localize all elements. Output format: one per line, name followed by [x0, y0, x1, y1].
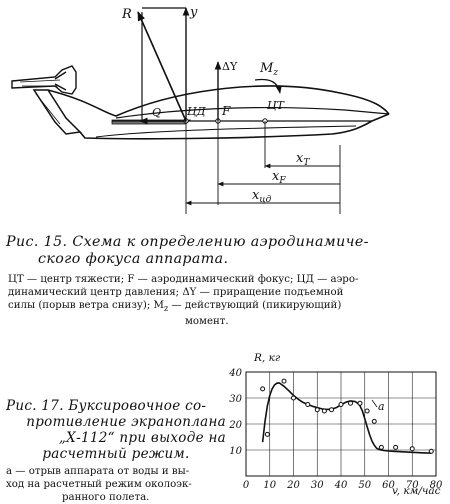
- data-point: [260, 386, 266, 392]
- annotation-leader: [371, 399, 378, 408]
- x-tick-label: 70: [406, 480, 419, 491]
- data-point: [357, 400, 363, 406]
- label-f: F: [221, 104, 231, 118]
- chart-series: [261, 382, 432, 454]
- fig17-caption-line: противление экраноплана: [26, 414, 226, 430]
- label-xf: xF: [272, 169, 286, 186]
- x-tick-label: 20: [286, 480, 300, 491]
- data-point: [321, 408, 327, 414]
- chart-frame: [245, 371, 437, 477]
- label-xcd: xцд: [252, 188, 272, 205]
- data-point: [338, 402, 344, 407]
- x-tick-label: 50: [358, 480, 371, 491]
- fig15-legend: ЦТ — центр тяжести; F — аэродинамический…: [8, 273, 446, 328]
- data-point: [305, 402, 311, 407]
- y-tick-label: 20: [228, 420, 242, 431]
- y-tick-label: 40: [228, 368, 242, 379]
- fig17-note: а — отрыв аппарата от воды и вы- ход на …: [6, 465, 228, 504]
- x-tick-label: 60: [382, 480, 395, 491]
- chart-points: [260, 378, 434, 454]
- data-point: [371, 418, 377, 424]
- data-point: [364, 408, 370, 414]
- data-point: [281, 378, 287, 384]
- data-point: [291, 395, 296, 401]
- fig17-caption-line: Рис. 17. Буксировочное со-: [6, 398, 207, 414]
- hull: [79, 113, 390, 140]
- chart-grid: [245, 371, 437, 476]
- fig17-caption-line: расчетный режим.: [42, 446, 190, 462]
- data-point: [314, 407, 320, 413]
- label-dy: ΔY: [222, 60, 238, 73]
- fig15-legend-line: силы (порыв ветра снизу); Mz — действующ…: [8, 300, 342, 314]
- chart-annotation-a: a: [378, 400, 385, 413]
- chart-ylabel: R, кг: [253, 352, 281, 364]
- data-point: [264, 431, 270, 437]
- fig17-chart: 0 10 20 30 40 50 60 70 80 10 20 30 40 R, кг v, км/ча…: [228, 352, 443, 497]
- data-point: [378, 444, 384, 450]
- x-tick-label: 0: [243, 480, 250, 491]
- label-R: R: [121, 7, 132, 22]
- label-xt: xT: [296, 151, 310, 168]
- x-tick-label: 80: [430, 480, 443, 491]
- chart-ticks: 0 10 20 30 40 50 60 70 80 10 20 30 40: [228, 368, 443, 491]
- tail-fin: [32, 89, 82, 135]
- label-q: Q: [152, 106, 161, 119]
- fig15-caption: Рис. 15. Схема к определению аэродинамич…: [6, 234, 446, 268]
- x-tick-label: 30: [311, 480, 324, 491]
- fig17-caption-line: „Х-112“ при выходе на: [58, 430, 226, 446]
- fig15-diagram: R y ΔY Mz Q ЦД F ЦТ xT xF xцд: [11, 5, 390, 214]
- data-point: [393, 444, 399, 450]
- label-y: y: [189, 5, 198, 20]
- data-point: [409, 446, 415, 452]
- y-tick-label: 30: [229, 394, 242, 405]
- chart-xlabel: v, км/час: [392, 485, 441, 497]
- fig15-legend-line: ЦТ — центр тяжести; F — аэродинамический…: [8, 274, 359, 285]
- x-tick-label: 40: [334, 480, 348, 491]
- label-ct: ЦТ: [267, 99, 286, 112]
- propeller-icon: [11, 65, 77, 95]
- data-point: [348, 400, 353, 406]
- data-point: [329, 407, 334, 413]
- fig17-note-line: а — отрыв аппарата от воды и вы-: [6, 466, 190, 477]
- fig15-caption-line: ского фокуса аппарата.: [38, 251, 229, 267]
- label-mz: Mz: [259, 61, 278, 78]
- data-point: [428, 448, 434, 454]
- fig15-caption-line: Рис. 15. Схема к определению аэродинамич…: [6, 234, 369, 250]
- label-cd: ЦД: [187, 105, 207, 118]
- fig15-legend-line: момент.: [185, 316, 229, 328]
- fig17-note-line: ход на расчетный режим околоэк-: [6, 479, 192, 490]
- fig15-legend-line: динамический центр давления; ΔY — приращ…: [8, 287, 344, 298]
- chart-axes: [245, 371, 437, 477]
- fig17-caption: Рис. 17. Буксировочное со- противление э…: [6, 398, 226, 462]
- x-tick-label: 10: [263, 480, 276, 491]
- fig17-note-line: ранного полета.: [62, 492, 150, 503]
- y-tick-label: 10: [229, 446, 242, 457]
- resistance-curve: [261, 382, 432, 454]
